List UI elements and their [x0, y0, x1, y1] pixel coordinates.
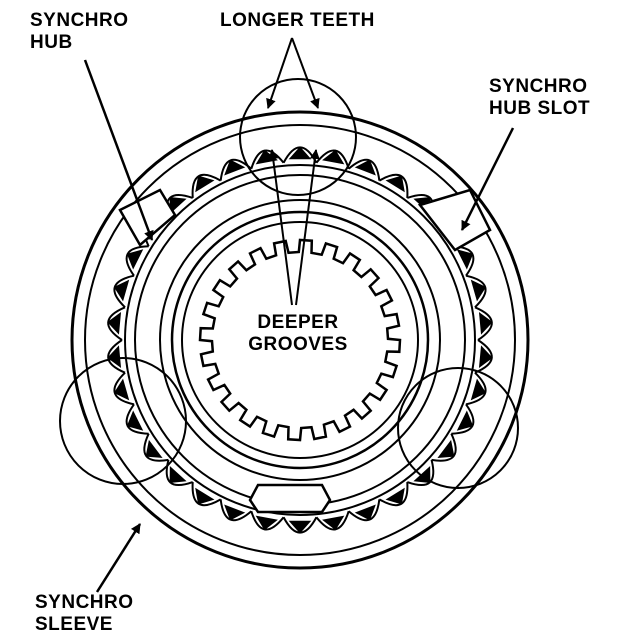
sleeve-tooth-mark — [322, 149, 345, 165]
label-synchro-hub-line2: HUB — [30, 32, 73, 53]
sleeve-tooth-mark — [354, 159, 376, 176]
sleeve-tooth-mark — [322, 515, 345, 531]
sleeve-tooth-mark — [113, 378, 130, 401]
sleeve-tooth-mark — [288, 146, 312, 160]
sleeve-tooth-mark — [224, 159, 246, 176]
sleeve-tooth-mark — [478, 345, 493, 368]
sleeve-tooth-mark — [169, 465, 187, 484]
label-synchro-hub-slot: SYNCHRO HUB SLOT — [489, 76, 590, 120]
sleeve-tooth-mark — [126, 249, 144, 270]
label-longer-teeth-text: LONGER TEETH — [220, 10, 375, 31]
hub-ring-3 — [159, 199, 441, 481]
label-deeper-grooves-line2: GROOVES — [248, 334, 348, 355]
sleeve-tooth-mark — [126, 410, 144, 431]
sleeve-tooth-mark — [145, 439, 163, 458]
arrow-synchro-hub — [83, 59, 154, 241]
sleeve-tooth-mark — [385, 175, 405, 193]
highlight-circle-top — [239, 78, 357, 196]
sleeve-tooth-mark — [385, 487, 405, 505]
hub-slot-left — [118, 188, 177, 247]
hub-ring-5 — [181, 221, 419, 459]
label-deeper-grooves-line1: DEEPER — [257, 312, 339, 333]
sleeve-ring-2 — [84, 124, 516, 556]
sleeve-tooth-mark — [195, 487, 215, 505]
arrow-deeper-grooves-left — [268, 149, 293, 306]
arrow-longer-teeth-right — [291, 37, 320, 109]
sleeve-tooth-mark — [470, 378, 487, 401]
sleeve-tooth-mark — [456, 410, 474, 431]
sleeve-tooth-mark — [288, 520, 312, 534]
label-synchro-hub: SYNCHRO HUB — [30, 10, 129, 54]
arrow-synchro-sleeve — [95, 523, 142, 593]
label-synchro-sleeve: SYNCHRO SLEEVE — [35, 592, 134, 636]
label-synchro-hub-line1: SYNCHRO — [30, 10, 129, 31]
label-deeper-grooves: DEEPER GROOVES — [236, 312, 360, 356]
arrow-hub-slot — [460, 127, 515, 231]
arrow-deeper-grooves-right — [295, 149, 320, 306]
hub-slot-bottom — [248, 483, 332, 514]
hub-ring-1 — [124, 164, 476, 516]
sleeve-tooth-mark — [107, 345, 122, 368]
sleeve-tooth-mark — [255, 515, 278, 531]
sleeve-tooth-mark — [224, 504, 246, 521]
highlight-circle-right — [397, 367, 519, 489]
sleeve-tooth-mark — [195, 175, 215, 193]
sleeve-tooth-mark — [478, 312, 493, 335]
sleeve-tooth-mark — [456, 249, 474, 270]
sleeve-tooth-mark — [169, 196, 187, 215]
highlight-circle-left — [59, 357, 187, 485]
label-longer-teeth: LONGER TEETH — [220, 10, 375, 32]
label-hub-slot-line1: SYNCHRO — [489, 76, 588, 97]
inner-splines — [198, 238, 402, 442]
sleeve-tooth-mark — [437, 439, 455, 458]
hub-slot-right — [417, 188, 492, 252]
label-synchro-sleeve-line2: SLEEVE — [35, 614, 113, 635]
sleeve-tooth-mark — [113, 279, 130, 302]
sleeve-tooth-mark — [107, 312, 122, 335]
spline-bore — [198, 238, 402, 442]
label-synchro-sleeve-line1: SYNCHRO — [35, 592, 134, 613]
arrow-longer-teeth-left — [266, 37, 293, 109]
sleeve-tooth-mark — [470, 279, 487, 302]
hub-ring-4 — [170, 210, 430, 470]
sleeve-tooth-mark — [354, 504, 376, 521]
label-hub-slot-line2: HUB SLOT — [489, 98, 591, 119]
sleeve-outer-ring — [70, 110, 530, 570]
